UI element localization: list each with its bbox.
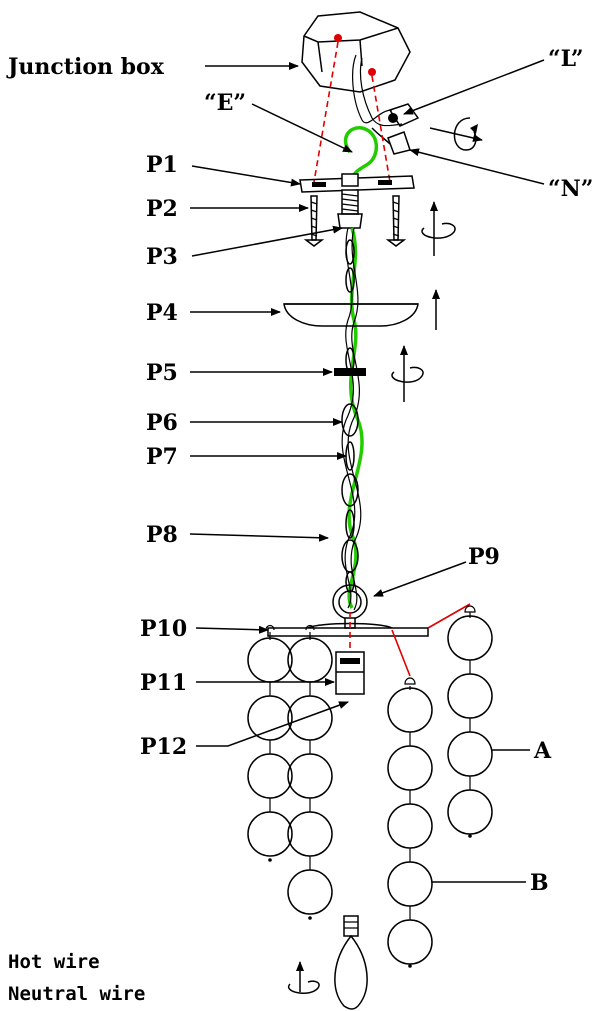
label-p5: P5: [146, 360, 178, 386]
label-L: “L”: [548, 46, 584, 72]
label-E: “E”: [204, 90, 246, 116]
rotate-arrow-icon: [429, 117, 483, 151]
junction-box: [301, 11, 411, 127]
label-p9: P9: [468, 544, 500, 570]
leader-lines: [189, 59, 545, 883]
rotate-arrow-icon: [391, 345, 424, 402]
legend-hot-wire: Hot wire: [8, 951, 100, 973]
legend-neutral-wire: Neutral wire: [8, 983, 145, 1005]
up-arrow-icon: [421, 201, 456, 256]
canopy-p4: [283, 303, 419, 327]
mounting-plate-p1: [299, 173, 415, 193]
chain-and-wires: [341, 227, 364, 611]
label-p10: P10: [140, 616, 187, 642]
label-p3: P3: [146, 244, 178, 270]
crystal-strand-b: [387, 677, 433, 968]
crystal-strand-1: [247, 624, 293, 862]
label-p7: P7: [146, 444, 178, 470]
label-p2: P2: [146, 196, 178, 222]
wire-connector-L: [388, 103, 420, 127]
label-p12: P12: [140, 734, 187, 760]
label-N: “N”: [548, 176, 593, 202]
label-a: A: [533, 738, 552, 764]
lock-nut-p5: [334, 368, 366, 376]
label-p6: P6: [146, 410, 178, 436]
rotate-arrow-icon: [287, 961, 320, 994]
label-p4: P4: [146, 300, 178, 326]
crystal-strand-a: [447, 605, 493, 838]
threaded-nipple-p3: [337, 189, 363, 229]
label-p1: P1: [146, 152, 178, 178]
bulb-icon: [334, 915, 368, 1010]
label-junction-box: Junction box: [6, 54, 165, 80]
screws-p2: [303, 195, 407, 247]
label-p11: P11: [140, 670, 187, 696]
crystal-strand-2: [287, 624, 333, 920]
label-p8: P8: [146, 522, 178, 548]
socket-p11: [335, 651, 365, 695]
label-b: B: [530, 870, 549, 896]
